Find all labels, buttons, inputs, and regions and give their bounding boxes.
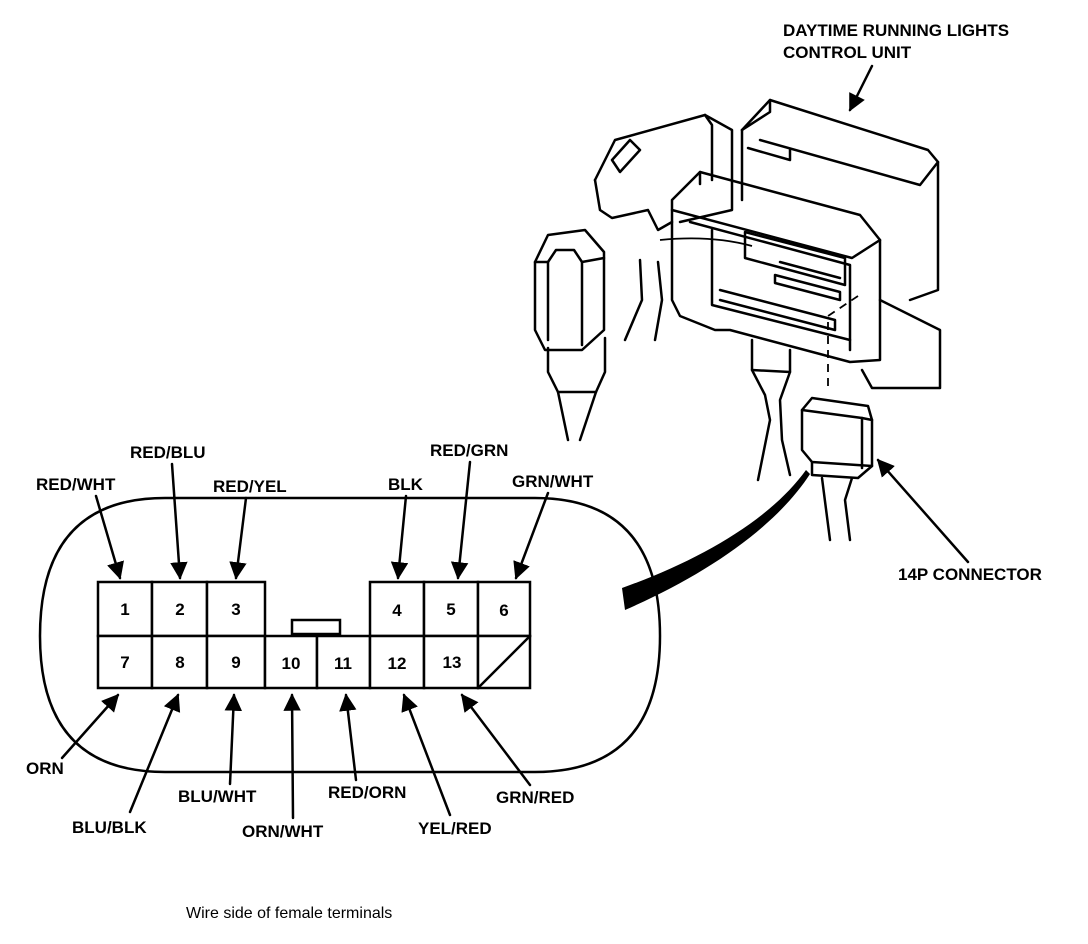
pin-number-9: 9	[231, 653, 240, 672]
pin-13-cell	[422, 634, 480, 690]
pin-number-2: 2	[175, 600, 184, 619]
control-unit-callout: DAYTIME RUNNING LIGHTS CONTROL UNIT	[783, 21, 1009, 112]
pin-number-8: 8	[175, 653, 184, 672]
pin-number-12: 12	[388, 654, 407, 673]
pin-1-cell	[96, 580, 154, 638]
control-unit-subtitle: CONTROL UNIT	[783, 43, 912, 62]
wire-label-grn-wht: GRN/WHT	[512, 472, 594, 491]
pin-number-7: 7	[120, 653, 129, 672]
pin-number-13: 13	[443, 653, 462, 672]
pin-6-cell	[476, 580, 532, 638]
diagram-caption: Wire side of female terminals	[186, 905, 392, 922]
wire-label-blk: BLK	[388, 475, 424, 494]
pin-3-cell	[205, 580, 267, 638]
connector-face: 1 2 3 4 5 6 7 8 9 10 11 12 13	[38, 496, 662, 774]
connector-latch	[290, 618, 342, 636]
connector-callout: 14P CONNECTOR	[876, 458, 1042, 584]
wire-label-orn-wht: ORN/WHT	[242, 822, 324, 841]
control-unit-title: DAYTIME RUNNING LIGHTS	[783, 21, 1009, 40]
pin-number-6: 6	[499, 601, 508, 620]
pin-number-1: 1	[120, 600, 129, 619]
wire-label-grn-red: GRN/RED	[496, 788, 574, 807]
connector-label: 14P CONNECTOR	[898, 565, 1042, 584]
control-unit-drawing	[533, 98, 942, 610]
pin-number-4: 4	[392, 601, 402, 620]
pin-10-cell	[263, 634, 319, 690]
pin-number-3: 3	[231, 600, 240, 619]
wire-label-red-grn: RED/GRN	[430, 441, 508, 460]
wire-label-yel-red: YEL/RED	[418, 819, 492, 838]
pin-number-5: 5	[446, 600, 455, 619]
wire-label-red-wht: RED/WHT	[36, 475, 116, 494]
wire-label-blu-blk: BLU/BLK	[72, 818, 147, 837]
pin-11-cell	[315, 634, 372, 690]
wire-label-orn: ORN	[26, 759, 64, 778]
pin-number-11: 11	[334, 654, 352, 673]
wire-label-red-blu: RED/BLU	[130, 443, 206, 462]
wire-label-blu-wht: BLU/WHT	[178, 787, 257, 806]
bottom-wire-labels: ORN BLU/BLK BLU/WHT ORN/WHT RED/ORN YEL/…	[26, 693, 574, 841]
pin-12-cell	[368, 634, 426, 690]
wire-label-red-orn: RED/ORN	[328, 783, 406, 802]
top-wire-labels: RED/WHT RED/BLU RED/YEL BLK RED/GRN GRN/…	[36, 441, 594, 580]
wire-label-red-yel: RED/YEL	[213, 477, 287, 496]
pin-number-10: 10	[282, 654, 301, 673]
